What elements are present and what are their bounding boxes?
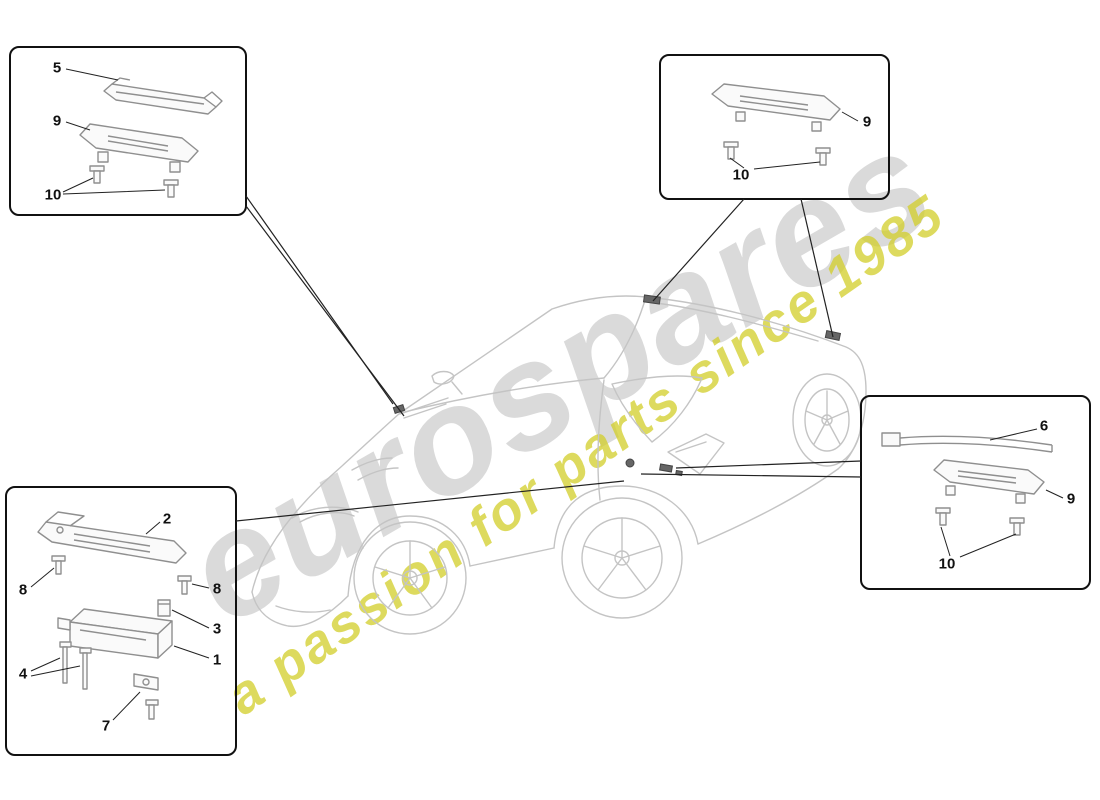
callout-label-7[interactable]: 7	[101, 717, 111, 735]
callout-leaders-mid-right	[940, 428, 1064, 558]
callout-label-6[interactable]: 6	[1039, 417, 1049, 435]
callout-leaders-top-left	[62, 68, 166, 195]
part-5-drawing	[103, 77, 223, 115]
part-10-screws-b	[723, 141, 831, 166]
parts-bottom-left-box	[30, 511, 210, 721]
leader-lines-to-car	[235, 195, 862, 522]
car-side-window	[611, 375, 703, 443]
callout-label-10-b[interactable]: 10	[732, 166, 750, 184]
part-9-drawing-b	[711, 83, 841, 132]
inset-box-top-right	[659, 54, 890, 200]
part-8-screw-right	[177, 575, 192, 595]
part-4-bolts	[59, 641, 92, 690]
car-windscreen-edge	[603, 296, 647, 379]
part-10-screws-a	[89, 165, 179, 198]
car-grille	[275, 605, 331, 613]
sensor-door-b	[658, 463, 674, 473]
callout-label-1[interactable]: 1	[212, 651, 222, 669]
inset-box-bottom-left	[5, 486, 237, 756]
car-side-scoop	[667, 433, 725, 475]
part-9-drawing-a	[79, 123, 199, 173]
car-cowl-line	[399, 377, 605, 414]
car-wipers	[399, 397, 449, 419]
callout-label-9-a[interactable]: 9	[52, 112, 62, 130]
part-10-screws-c	[935, 507, 1025, 536]
callout-label-5[interactable]: 5	[52, 59, 62, 77]
car-body-outline	[251, 295, 867, 593]
sensor-door-a	[625, 458, 635, 468]
car-rear-deck-line	[647, 301, 819, 342]
car-rear-lower	[697, 468, 839, 545]
parts-top-left-box	[62, 68, 223, 198]
part-2-drawing	[37, 511, 187, 564]
inset-box-mid-right	[860, 395, 1091, 590]
car-hood-vents	[351, 457, 399, 481]
car-mirror	[431, 370, 463, 395]
callout-label-4[interactable]: 4	[18, 665, 28, 683]
car-far-rear-wheel	[792, 373, 862, 467]
callout-label-8-right[interactable]: 8	[212, 580, 222, 598]
part-8-screw-left	[51, 555, 66, 575]
callout-leaders-bottom-left	[30, 521, 210, 721]
callout-leaders-top-right	[729, 111, 859, 170]
inset-boxes	[5, 46, 1091, 756]
callout-label-2[interactable]: 2	[162, 510, 172, 528]
part-7-drawing	[133, 673, 159, 720]
callout-label-8-left[interactable]: 8	[18, 581, 28, 599]
callout-label-10-c[interactable]: 10	[938, 555, 956, 573]
part-6-drawing	[881, 432, 1053, 453]
car-front-bumper	[251, 591, 349, 628]
inset-box-top-left	[9, 46, 247, 216]
part-1-ecu-drawing	[57, 608, 173, 659]
car-rear-wheel-arch	[553, 485, 699, 549]
part-3-drawing	[157, 599, 171, 617]
parts-mid-right-box	[881, 428, 1064, 558]
callout-label-3[interactable]: 3	[212, 620, 222, 638]
callout-label-9-c[interactable]: 9	[1066, 490, 1076, 508]
car-illustration	[251, 295, 867, 635]
parts-top-right-box	[711, 83, 859, 170]
callout-label-9-b[interactable]: 9	[862, 113, 872, 131]
car-front-wheel	[353, 521, 467, 635]
part-9-drawing-c	[933, 459, 1045, 504]
callout-label-10-a[interactable]: 10	[44, 186, 62, 204]
car-rear-wheel	[561, 497, 683, 619]
car-sill	[469, 547, 555, 567]
car-front-wheel-arch	[347, 515, 471, 597]
car-door-line	[597, 379, 605, 501]
